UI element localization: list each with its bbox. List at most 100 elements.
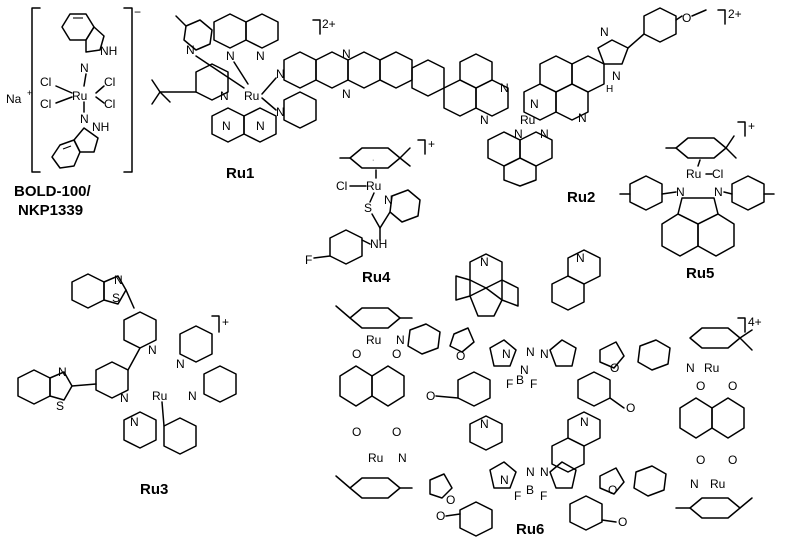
f-atom-bod-1: F xyxy=(506,377,513,391)
ru-atom-ru6-1: Ru xyxy=(366,333,381,347)
ru3-label: Ru3 xyxy=(140,481,168,498)
ru-atom-ru3: Ru xyxy=(152,389,167,403)
b-atom-bod-bottom: B xyxy=(526,483,534,497)
n-atom-ru2-3: N xyxy=(480,113,489,127)
o-atom-q4: O xyxy=(392,425,401,439)
n-atom-dppz-4: N xyxy=(342,87,351,101)
ru2-structure: 2+ O N N H N N Ru N N N N Ru2 xyxy=(443,7,742,206)
o-atom-q6: O xyxy=(728,379,737,393)
ru-atom-ru4: Ru xyxy=(366,179,381,193)
s-atom-ru3-1: S xyxy=(112,291,120,305)
ru5-charge: + xyxy=(748,119,755,133)
ru5-label: Ru5 xyxy=(686,265,714,282)
ru1-label: Ru1 xyxy=(226,165,254,182)
ru-atom-ru6-3: Ru xyxy=(704,361,719,375)
n-atom-julol-1: N xyxy=(480,255,489,269)
cl-atom-3: Cl xyxy=(40,97,51,111)
h-atom-ru2: H xyxy=(606,84,613,95)
n-atom-ru3-1: N xyxy=(114,273,123,287)
ru4-label: Ru4 xyxy=(362,269,391,286)
ru2-label: Ru2 xyxy=(567,189,595,206)
ru5-structure: + Ru Cl N N Ru5 xyxy=(619,119,775,282)
ru1-structure: 2+ N N N N Ru N N N N N N xyxy=(151,13,445,182)
n-atom-bottom: N xyxy=(80,112,89,126)
f-atom-bod-2: F xyxy=(530,377,537,391)
ru-atom-ru1: Ru xyxy=(244,89,259,103)
ru4-structure: + · Ru Cl N S NH F Ru4 xyxy=(305,137,435,286)
cl-atom-4: Cl xyxy=(104,97,115,111)
bold100-structure: − Na + NH N Ru Cl Cl Cl Cl N NH BOLD-100… xyxy=(6,5,141,219)
b-atom-bod-top: B xyxy=(516,373,524,387)
n-atom-ru3-5: N xyxy=(176,357,185,371)
bold100-charge: − xyxy=(134,5,141,19)
ru-atom-ru5: Ru xyxy=(686,167,701,181)
n-atom-julol-3: N xyxy=(580,415,589,429)
ru3-charge: + xyxy=(222,315,229,329)
n-atom-ru1-py: N xyxy=(186,43,195,57)
n-atom-bod-3: N xyxy=(540,347,549,361)
nh-atom-top: NH xyxy=(100,44,117,58)
o-atom-furan-4: O xyxy=(608,483,617,497)
ru6-structure: 4+ Ru N O O O O O Ru N N N N N N B xyxy=(335,249,762,538)
f-atom-bod-4: F xyxy=(540,489,547,503)
n-atom-dppz-1: N xyxy=(276,67,285,81)
n-atom-ru1-c: N xyxy=(220,89,229,103)
o-atom-furan-2: O xyxy=(610,361,619,375)
n-atom-ru2-6: N xyxy=(540,127,549,141)
ru6-label: Ru6 xyxy=(516,521,544,538)
o-atom-ome-1: O xyxy=(426,389,435,403)
cl-atom-2: Cl xyxy=(104,75,115,89)
n-atom-top: N xyxy=(80,61,89,75)
n-atom-ru5-2: N xyxy=(714,185,723,199)
n-atom-bod-2: N xyxy=(526,345,535,359)
n-atom-ru2-4: N xyxy=(500,81,509,95)
o-atom-q7: O xyxy=(696,453,705,467)
o-atom-ome-3: O xyxy=(436,509,445,523)
n-atom-julol-2: N xyxy=(576,251,585,265)
n-atom-ru2-1: N xyxy=(530,97,539,111)
f-atom-ru4: F xyxy=(305,253,312,267)
cl-atom-ru5: Cl xyxy=(712,167,723,181)
cl-atom-1: Cl xyxy=(40,75,51,89)
arene-dot: · xyxy=(372,157,374,164)
n-atom-bod-5: N xyxy=(500,473,509,487)
n-atom-ru2-im1: N xyxy=(600,25,609,39)
nh-atom-bottom: NH xyxy=(92,120,109,134)
n-atom-ru2-im2: N xyxy=(612,69,621,83)
o-atom-ru2: O xyxy=(682,11,691,25)
n-atom-ru3-4: N xyxy=(58,365,67,379)
n-atom-bod-1: N xyxy=(502,347,511,361)
bold100-label-line1: BOLD-100/ xyxy=(14,183,92,200)
n-atom-ru2-5: N xyxy=(514,127,523,141)
o-atom-q5: O xyxy=(696,379,705,393)
cl-atom-ru4: Cl xyxy=(336,179,347,193)
f-atom-bod-3: F xyxy=(514,489,521,503)
n-atom-ru6-py3: N xyxy=(686,361,695,375)
n-atom-ru1-4: N xyxy=(256,119,265,133)
o-atom-q2: O xyxy=(392,347,401,361)
na-atom: Na xyxy=(6,92,22,106)
nh-atom-ru4: NH xyxy=(370,237,387,251)
o-atom-furan-3: O xyxy=(446,493,455,507)
n-atom-ru6-py2: N xyxy=(398,451,407,465)
n-atom-ru3-2: N xyxy=(148,343,157,357)
n-atom-ru3-3: N xyxy=(120,391,129,405)
o-atom-q1: O xyxy=(352,347,361,361)
o-atom-ome-2: O xyxy=(626,401,635,415)
n-atom-bod-4: N xyxy=(520,363,529,377)
ru1-charge: 2+ xyxy=(322,17,336,31)
n-atom-ru2-2: N xyxy=(578,111,587,125)
n-atom-ru1-3: N xyxy=(222,119,231,133)
o-atom-q8: O xyxy=(728,453,737,467)
s-atom-ru3-2: S xyxy=(56,399,64,413)
n-atom-bod-6: N xyxy=(540,465,549,479)
bold100-label-line2: NKP1339 xyxy=(18,202,83,219)
n-atom-ru1-1: N xyxy=(226,49,235,63)
n-atom-ru5-1: N xyxy=(676,185,685,199)
ru4-charge: + xyxy=(428,137,435,151)
ru-atom-ru6-4: Ru xyxy=(710,477,725,491)
ru6-charge: 4+ xyxy=(748,315,762,329)
n-atom-ru3-7: N xyxy=(130,415,139,429)
o-atom-q3: O xyxy=(352,425,361,439)
